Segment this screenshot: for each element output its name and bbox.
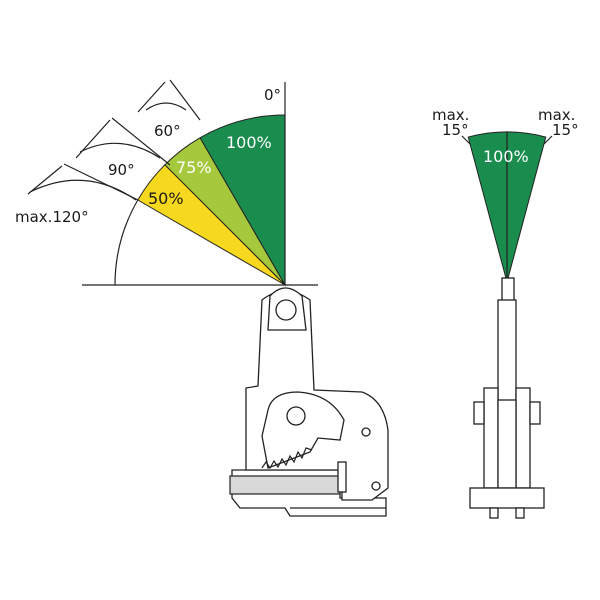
gripped-plate [229, 475, 341, 495]
fan-right-extension [543, 135, 553, 145]
left-view: 0° 60° 90° max.120° 100% 75% 50% [15, 79, 318, 287]
label-left-max: max. [432, 106, 469, 124]
right-view: max. 15° max. 15° 100% [432, 106, 579, 290]
extension-line-120 [63, 163, 139, 201]
sector-100-percent [199, 114, 286, 287]
body-hole-lower [371, 481, 381, 491]
front-side-plate-left [483, 387, 499, 489]
label-60-degrees: 60° [154, 122, 181, 140]
clamp-side-view [229, 287, 389, 517]
front-inner-plate [497, 399, 517, 489]
label-max-120-degrees: max.120° [15, 208, 89, 226]
body-hole-upper [361, 427, 371, 437]
extension-line-60b [137, 81, 166, 113]
dimension-arc-60 [145, 102, 187, 111]
sector-label-100: 100% [226, 133, 272, 152]
dimension-arc-90 [79, 142, 161, 159]
dimension-arc-120 [29, 179, 137, 201]
label-right-15: 15° [552, 121, 579, 139]
cam-pivot [286, 406, 306, 426]
base-bolt-left [489, 507, 499, 519]
pivot-bolt-left [473, 401, 485, 425]
clamp-cam [261, 391, 345, 469]
front-base-plate [469, 487, 545, 509]
outer-reference-arc [114, 199, 139, 286]
jaw-pad [337, 461, 347, 493]
fan-left-extension [461, 135, 471, 145]
sector-label-75: 75% [176, 158, 212, 177]
base-bolt-right [515, 507, 525, 519]
extension-line-120b [27, 165, 63, 195]
label-zero-degrees: 0° [264, 86, 281, 104]
extension-line-60a [169, 79, 201, 121]
extension-line-90b [75, 119, 111, 159]
front-side-plate-right [515, 387, 531, 489]
front-eye-plate [497, 299, 517, 411]
label-right-max: max. [538, 106, 575, 124]
label-left-15: 15° [442, 121, 469, 139]
label-90-degrees: 90° [108, 161, 135, 179]
eye-hole [275, 299, 297, 321]
clamp-front-view [469, 277, 545, 519]
fan-label-100: 100% [483, 147, 529, 166]
pivot-bolt-right [529, 401, 541, 425]
cam-teeth [261, 447, 313, 470]
sector-label-50: 50% [148, 189, 184, 208]
extension-line-90a [111, 117, 171, 166]
